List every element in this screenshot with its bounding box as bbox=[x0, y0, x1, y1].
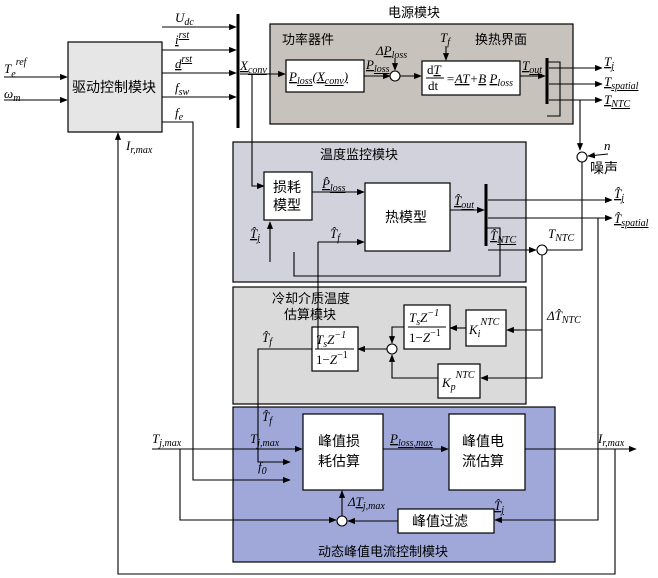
udc-symbol: Udc bbox=[175, 10, 194, 28]
fsw-symbol: fsw bbox=[175, 80, 190, 98]
drive-control-label: 驱动控制模块 bbox=[72, 80, 156, 96]
noise-n-symbol: n bbox=[604, 138, 611, 153]
ki-ntc-block bbox=[465, 309, 507, 347]
dynamic-module-title: 动态峰值电流控制模块 bbox=[318, 544, 448, 560]
peak-current-block bbox=[448, 413, 526, 491]
noise-arrow bbox=[587, 152, 609, 159]
hat-tj-out-symbol: T̂j bbox=[614, 186, 624, 204]
tntc-out-symbol: TNTC bbox=[604, 92, 630, 110]
delta-tj-junction bbox=[336, 515, 348, 527]
delta-tj-max-symbol: ΔTj,max bbox=[347, 494, 385, 512]
fe-symbol: fe bbox=[175, 105, 184, 123]
tntc-measured-line bbox=[547, 162, 583, 251]
f0-symbol: f0 bbox=[258, 459, 267, 477]
hat-tj-filter-symbol: T̂j bbox=[494, 498, 504, 516]
xconv-symbol: Xconv bbox=[239, 58, 267, 76]
hat-tj-feedback-symbol: T̂j bbox=[250, 226, 260, 244]
ntc-to-kp bbox=[480, 330, 543, 382]
peak-current-line2: 流估算 bbox=[462, 454, 504, 470]
power-bus-feedback bbox=[547, 61, 561, 117]
omega-m-symbol: ωm bbox=[4, 86, 20, 104]
thermal-eq-dt: dt bbox=[428, 78, 439, 93]
coolant-sum-junction bbox=[386, 343, 398, 355]
hat-tf-output-line bbox=[257, 348, 312, 466]
thermal-eq-dT: dT bbox=[427, 62, 442, 77]
peak-loss-line1: 峰值损 bbox=[318, 434, 360, 450]
kp-ntc-block bbox=[437, 363, 481, 399]
hat-tf-dynamic-symbol: T̂f bbox=[262, 409, 273, 427]
irmax-right-symbol: Ir,max bbox=[597, 431, 625, 449]
irmax-feedback-symbol: Ir,max bbox=[125, 138, 153, 156]
integrator1-to-sum bbox=[388, 326, 404, 344]
heat-interface-label: 换热界面 bbox=[475, 33, 527, 48]
peak-filter-label: 峰值过滤 bbox=[412, 514, 468, 530]
hat-tf-monitor-symbol: T̂f bbox=[330, 226, 341, 244]
noise-label: 噪声 bbox=[590, 161, 618, 177]
delta-ploss-symbol: ΔPloss bbox=[375, 43, 407, 61]
loss-model-line1: 损耗 bbox=[273, 180, 301, 196]
hat-tj-to-filter bbox=[494, 218, 599, 524]
temp-monitor-title: 温度监控模块 bbox=[320, 147, 398, 163]
thermal-model-block bbox=[364, 182, 451, 252]
peak-loss-line2: 耗估算 bbox=[318, 454, 360, 470]
drive-control-block bbox=[67, 41, 163, 133]
monitor-feedback-loop bbox=[293, 227, 501, 277]
coolant-title-line1: 冷却介质温度 bbox=[272, 291, 350, 307]
coolant-title-line2: 估算模块 bbox=[284, 308, 336, 323]
power-module-title: 电源模块 bbox=[388, 6, 440, 21]
noise-junction bbox=[576, 151, 588, 163]
d-rst-symbol: drst bbox=[175, 54, 192, 71]
thermal-model-label: 热模型 bbox=[385, 210, 427, 226]
hat-tspatial-out-symbol: T̂spatial bbox=[614, 211, 649, 229]
loss-model-line2: 模型 bbox=[273, 198, 301, 214]
tntc-measured-symbol: TNTC bbox=[548, 226, 574, 244]
ploss-sum-junction bbox=[389, 70, 401, 82]
loss-model-block bbox=[263, 171, 313, 221]
kp-to-sum bbox=[388, 354, 438, 379]
power-device-label: 功率器件 bbox=[282, 32, 334, 48]
ploss-xconv-block bbox=[285, 59, 365, 93]
ntc-error-junction bbox=[536, 244, 548, 256]
irmax-feedback-line bbox=[114, 132, 616, 575]
i-rst-symbol: irst bbox=[175, 30, 189, 47]
tjmax-left-symbol: Tj,max bbox=[152, 431, 182, 449]
hat-tf-coolant-symbol: T̂f bbox=[262, 330, 273, 348]
xconv-to-loss-model bbox=[251, 74, 265, 190]
tjmax-branch-down bbox=[179, 449, 337, 524]
peak-loss-block bbox=[302, 413, 384, 491]
tspatial-out-symbol: Tspatial bbox=[604, 74, 639, 92]
thermal-eq-rhs: =AT+B Ploss bbox=[446, 71, 513, 89]
tf-top-symbol: Tf bbox=[440, 30, 451, 48]
fe-line bbox=[162, 121, 291, 484]
tj-out-symbol: Tj bbox=[604, 54, 614, 72]
peak-current-line1: 峰值电 bbox=[462, 434, 504, 450]
delta-tntc-symbol: ΔT̂NTC bbox=[546, 308, 581, 326]
